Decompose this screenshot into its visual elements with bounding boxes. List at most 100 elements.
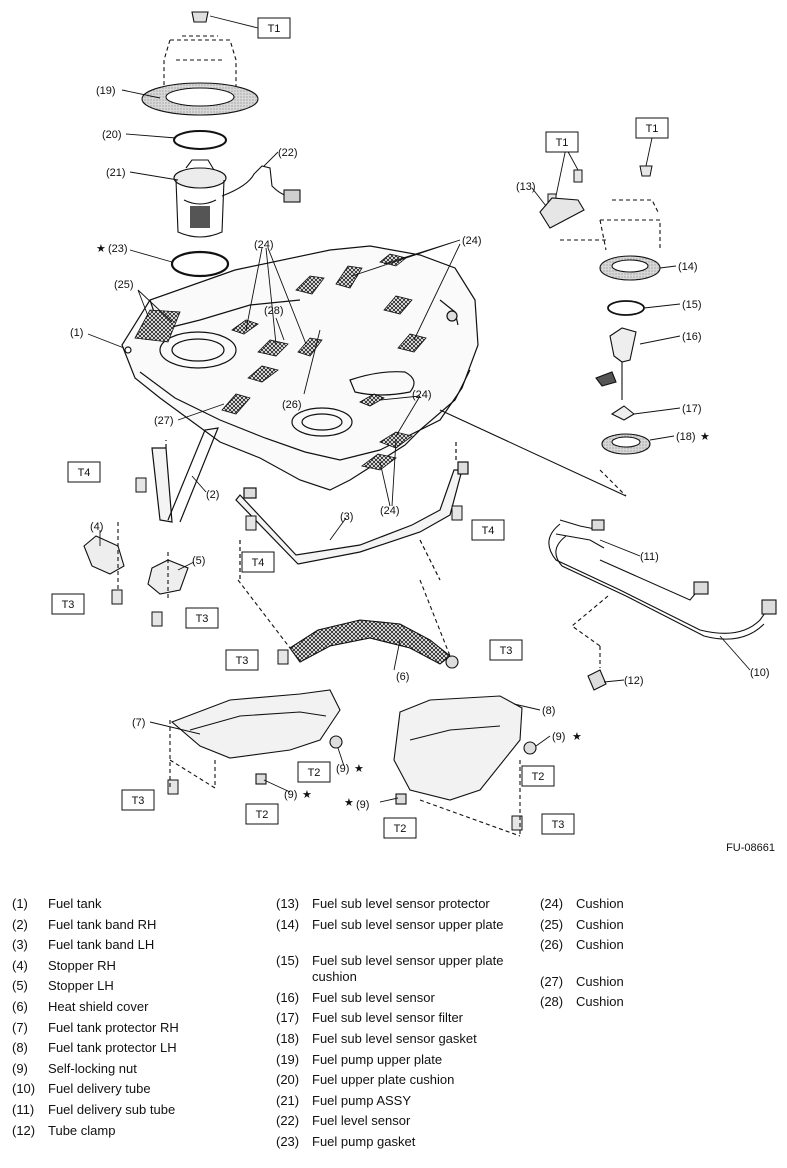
- callout-24-b: (24): [462, 235, 482, 247]
- legend-number: (17): [276, 1010, 300, 1026]
- svg-text:T3: T3: [62, 599, 75, 611]
- tank-cushions: [134, 253, 427, 471]
- legend-name: Stopper LH: [48, 978, 114, 994]
- legend-number: (6): [12, 999, 28, 1014]
- legend-name: Fuel sub level sensor: [312, 989, 435, 1005]
- legend-number: (24): [540, 896, 564, 911]
- torque-box-t3-stopper-lh: T3: [185, 607, 219, 629]
- legend-name: Fuel sub level sensor filter: [312, 1010, 464, 1026]
- legend-number: (13): [276, 896, 300, 911]
- svg-text:T2: T2: [394, 823, 407, 835]
- legend-name: Fuel pump ASSY: [312, 1092, 411, 1108]
- legend-number: (20): [276, 1072, 300, 1088]
- legend-number: (16): [276, 989, 300, 1005]
- heat-shield-cover: [237, 579, 459, 669]
- legend-name: Cushion: [576, 916, 624, 932]
- legend-name: Fuel pump upper plate: [312, 1051, 443, 1067]
- svg-text:T3: T3: [552, 819, 565, 831]
- legend-number: (19): [276, 1051, 300, 1067]
- legend-name: Self-locking nut: [48, 1060, 137, 1076]
- callout-12: (12): [624, 675, 644, 687]
- legend-number: (28): [540, 994, 564, 1010]
- svg-text:T3: T3: [236, 655, 249, 667]
- torque-labels: T1 T1 T1 T4 T4 T4 T3 T3 T3 T3 T3 T3 T2 T…: [51, 17, 669, 839]
- star-18: ★: [700, 431, 710, 443]
- callout-24-d: (24): [380, 505, 400, 517]
- legend-name: Fuel tank protector LH: [48, 1040, 177, 1056]
- legend-name: Fuel tank protector RH: [48, 1019, 179, 1035]
- torque-box-t2-rh-a: T2: [297, 761, 331, 783]
- legend-number: (12): [12, 1122, 36, 1138]
- svg-text:T1: T1: [268, 23, 281, 35]
- legend-name: Stopper RH: [48, 957, 116, 973]
- callout-20: (20): [102, 129, 122, 141]
- legend-number: (18): [276, 1031, 300, 1046]
- legend-number: (2): [12, 916, 28, 932]
- callout-27: (27): [154, 415, 174, 427]
- legend-number: (9): [12, 1060, 28, 1076]
- legend-number: (21): [276, 1092, 300, 1108]
- callout-labels: (1) (2) (3) (4) (5) (6) (7) (8) (9) ★ (9…: [70, 85, 770, 811]
- legend-number: (23): [276, 1134, 300, 1149]
- legend-name: Fuel sub level sensor upper plate cushio…: [312, 953, 504, 985]
- callout-9-lh: (9): [552, 731, 565, 743]
- callout-9-lh-b: (9): [356, 799, 369, 811]
- svg-text:T3: T3: [196, 613, 209, 625]
- torque-box-t1-top: T1: [257, 17, 291, 39]
- legend-number: (10): [12, 1081, 36, 1097]
- callout-8: (8): [542, 705, 555, 717]
- legend-name: Fuel level sensor: [312, 1113, 411, 1129]
- fuel-tank: [121, 245, 479, 491]
- svg-text:T2: T2: [532, 771, 545, 783]
- callout-15: (15): [682, 299, 702, 311]
- callout-28: (28): [264, 305, 284, 317]
- svg-text:T1: T1: [646, 123, 659, 135]
- torque-box-t3-stopper-rh: T3: [51, 593, 85, 615]
- torque-box-t3-shield-left: T3: [225, 649, 259, 671]
- callout-5: (5): [192, 555, 205, 567]
- callout-9-rh-a: (9): [336, 763, 349, 775]
- svg-text:T3: T3: [132, 795, 145, 807]
- callout-11: (11): [640, 551, 659, 563]
- legend-number: (8): [12, 1040, 28, 1056]
- legend-name: Fuel upper plate cushion: [312, 1072, 455, 1088]
- callout-25: (25): [114, 279, 134, 291]
- legend-name: Fuel pump gasket: [312, 1134, 416, 1149]
- callout-2: (2): [206, 489, 219, 501]
- callout-21: (21): [106, 167, 126, 179]
- callout-26: (26): [282, 399, 302, 411]
- legend-number: (7): [12, 1019, 28, 1035]
- torque-box-t3-shield-right: T3: [489, 639, 523, 661]
- legend-number: (14): [276, 916, 300, 932]
- callout-6: (6): [396, 671, 409, 683]
- svg-text:T1: T1: [556, 137, 569, 149]
- star-23: ★: [96, 243, 106, 255]
- leader-lines: [87, 15, 751, 803]
- sub-level-sensor-stack: [439, 197, 661, 497]
- callout-19: (19): [96, 85, 116, 97]
- legend-name: Fuel sub level sensor upper plate: [312, 916, 504, 932]
- legend-number: (25): [540, 916, 564, 932]
- delivery-tubes: [548, 519, 777, 691]
- torque-box-t2-lh-b: T2: [383, 817, 417, 839]
- legend-number: (22): [276, 1113, 300, 1129]
- callout-16: (16): [682, 331, 702, 343]
- legend-number: (4): [12, 957, 28, 973]
- star-9-lh: ★: [572, 731, 582, 743]
- exploded-parts-diagram: T1 T1 T1 T4 T4 T4 T3 T3 T3 T3 T3 T3 T2 T…: [51, 11, 777, 839]
- legend-number: (26): [540, 937, 564, 953]
- torque-box-t2-lh-a: T2: [521, 765, 555, 787]
- callout-14: (14): [678, 261, 698, 273]
- torque-box-t1-sensor-right: T1: [635, 117, 669, 139]
- callout-4: (4): [90, 521, 103, 533]
- legend-name: Fuel delivery tube: [48, 1081, 151, 1097]
- callout-23: (23): [108, 243, 128, 255]
- callout-18: (18): [676, 431, 696, 443]
- legend-number: (5): [12, 978, 28, 994]
- svg-text:T3: T3: [500, 645, 513, 657]
- svg-text:T4: T4: [482, 525, 495, 537]
- star-9-rh-b: ★: [302, 789, 312, 801]
- legend-name: Fuel sub level sensor protector: [312, 896, 490, 911]
- legend-name: Cushion: [576, 937, 624, 953]
- legend-name: Cushion: [576, 994, 624, 1010]
